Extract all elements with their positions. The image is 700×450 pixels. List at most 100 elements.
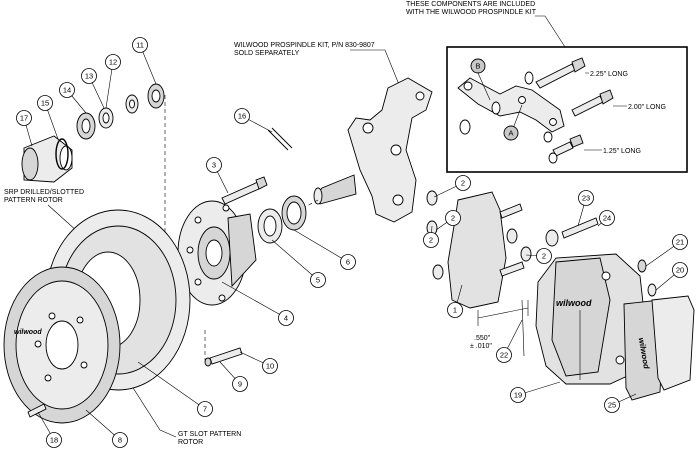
callout-number: 24 (603, 214, 611, 223)
callout-part-5: 5 (271, 239, 326, 288)
steering-arm (457, 77, 565, 133)
grease-seal (281, 195, 307, 231)
callout-part-4: 4 (221, 281, 294, 326)
callout-number: 5 (316, 276, 320, 285)
callout-letter-a: A (503, 125, 519, 141)
caliper: wilwood (535, 253, 647, 385)
callout-number: 10 (266, 362, 274, 371)
srp-note-line2: PATTERN ROTOR (4, 197, 63, 204)
callout-number: 3 (212, 161, 216, 170)
offset-dimension: .550" ± .010" (470, 300, 529, 350)
gt-note-leader (127, 379, 177, 438)
prospindle-knuckle (313, 77, 433, 223)
svg-text:A: A (508, 129, 513, 138)
callout-number: 7 (203, 405, 207, 414)
svg-text:.550": .550" (474, 335, 491, 342)
spindle-nut (76, 112, 96, 140)
bolt-length-2-00: 2.00" LONG (628, 104, 666, 111)
cotter-pin (267, 127, 293, 151)
bolt-length-2-25: 2.25" LONG (590, 71, 628, 78)
callout-letter-b: B (470, 58, 486, 74)
callout-part-2: 2 (423, 225, 439, 248)
prospindle-leader (350, 49, 403, 93)
callout-number: 19 (514, 391, 522, 400)
callout-part-2: 2 (525, 248, 552, 264)
caliper-bolt-washer (545, 217, 599, 247)
rotor-brand-mark: wilwood (14, 329, 42, 336)
srp-note-line1: SRP DRILLED/SLOTTED (4, 189, 84, 196)
callout-number: 18 (50, 436, 58, 445)
callout-number: 22 (500, 351, 508, 360)
callout-number: 12 (109, 58, 117, 67)
callout-number: 9 (238, 380, 242, 389)
callout-number: 2 (542, 252, 546, 261)
cap-o-ring (55, 138, 69, 170)
prospindle-note-line2: SOLD SEPARATELY (234, 50, 300, 57)
callout-part-6: 6 (293, 229, 356, 270)
callout-number: 13 (85, 72, 93, 81)
callout-part-18: 18 (37, 411, 62, 448)
prospindle-note-line1: WILWOOD PROSPINDLE KIT, P/N 830-9807 (234, 42, 375, 49)
callout-part-9: 9 (219, 361, 248, 392)
bolt-length-1-25: 1.25" LONG (603, 148, 641, 155)
callout-number: 6 (346, 258, 350, 267)
callout-part-14: 14 (59, 82, 87, 114)
callout-part-15: 15 (37, 95, 59, 140)
dust-cap (21, 135, 73, 183)
gt-note-line2: ROTOR (178, 439, 203, 446)
callout-number: 11 (136, 41, 144, 50)
callout-part-23: 23 (577, 190, 594, 227)
callout-part-17: 17 (16, 110, 33, 147)
hub (177, 200, 257, 306)
callout-number: 21 (676, 238, 684, 247)
callout-part-22: 22 (496, 319, 523, 363)
callout-part-2: 2 (433, 175, 471, 198)
callout-part-13: 13 (81, 68, 105, 109)
callout-part-11: 11 (132, 37, 157, 85)
gt-note-line1: GT SLOT PATTERN (178, 431, 241, 438)
part-callouts: 1222234567891011121314151617181920212223… (16, 37, 688, 448)
callout-number: 2 (451, 214, 455, 223)
caliper-bracket (447, 191, 525, 309)
callout-number: 14 (63, 86, 71, 95)
callout-number: 8 (118, 436, 122, 445)
callout-number: 25 (608, 401, 616, 410)
callout-letter-a-leader (513, 104, 523, 127)
callout-number: 2 (429, 236, 433, 245)
rotor-screw (27, 403, 47, 418)
callout-part-24: 24 (597, 210, 615, 227)
rotor-bolt (204, 347, 243, 367)
svg-text:± .010": ± .010" (470, 343, 492, 350)
caliper-brand-mark: wilwood (556, 298, 592, 308)
callout-letter-b-leader (477, 72, 491, 101)
callout-number: 17 (20, 114, 28, 123)
callout-number: 23 (582, 194, 590, 203)
svg-text:B: B (475, 62, 480, 71)
callout-part-7: 7 (137, 361, 213, 417)
included-note-line1: THESE COMPONENTS ARE INCLUDED (406, 1, 535, 8)
callout-number: 16 (238, 112, 246, 121)
callout-number: 15 (41, 99, 49, 108)
callout-number: 20 (676, 266, 684, 275)
gt-slot-rotor: wilwood (3, 266, 121, 424)
spindle-washer (125, 94, 139, 114)
callout-part-19: 19 (510, 381, 561, 403)
callout-part-8: 8 (85, 409, 128, 448)
callout-part-16: 16 (234, 108, 273, 133)
included-components-box (446, 46, 688, 173)
callout-part-21: 21 (645, 234, 688, 267)
included-note-line2: WITH THE WILWOOD PROSPINDLE KIT (406, 9, 537, 16)
callout-part-25: 25 (604, 393, 637, 413)
outer-bearing (147, 83, 165, 109)
callout-number: 1 (453, 306, 457, 315)
bolt-length-leaders (584, 72, 627, 151)
callout-number: 4 (284, 314, 288, 323)
callout-number: 2 (461, 179, 465, 188)
callout-part-12: 12 (105, 54, 121, 109)
brake-pads: wilwood (623, 295, 695, 401)
wheel-stud (221, 176, 268, 205)
inner-bearing (257, 208, 283, 244)
callout-part-10: 10 (239, 351, 278, 374)
